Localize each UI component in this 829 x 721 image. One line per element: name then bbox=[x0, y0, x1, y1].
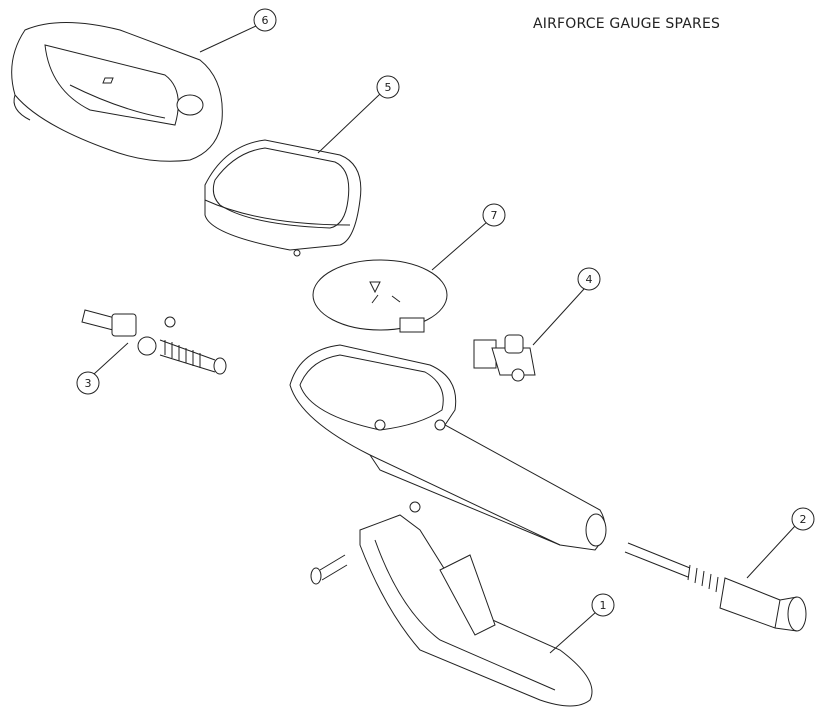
svg-text:2: 2 bbox=[800, 513, 807, 526]
part-3-valve bbox=[81, 309, 227, 375]
svg-text:6: 6 bbox=[262, 14, 269, 27]
part-1-lever bbox=[310, 501, 593, 707]
callout-6: 6 bbox=[253, 8, 277, 32]
svg-text:3: 3 bbox=[85, 377, 92, 390]
svg-text:5: 5 bbox=[385, 81, 392, 94]
leader-lines bbox=[93, 25, 796, 654]
svg-text:1: 1 bbox=[600, 599, 607, 612]
part-7-pcb bbox=[312, 259, 448, 333]
callout-4: 4 bbox=[577, 267, 601, 291]
part-2-connector bbox=[624, 542, 807, 632]
callout-1: 1 bbox=[591, 593, 615, 617]
part-4-sensor bbox=[473, 334, 536, 382]
part-5-lens bbox=[204, 139, 362, 257]
main-housing bbox=[289, 344, 607, 551]
callout-3: 3 bbox=[76, 371, 100, 395]
svg-text:4: 4 bbox=[586, 273, 593, 286]
callout-5: 5 bbox=[376, 75, 400, 99]
diagram-title: AIRFORCE GAUGE SPARES bbox=[533, 16, 721, 32]
callout-2: 2 bbox=[791, 507, 815, 531]
svg-text:7: 7 bbox=[491, 209, 498, 222]
callout-7: 7 bbox=[482, 203, 506, 227]
part-6-boot bbox=[11, 22, 223, 162]
